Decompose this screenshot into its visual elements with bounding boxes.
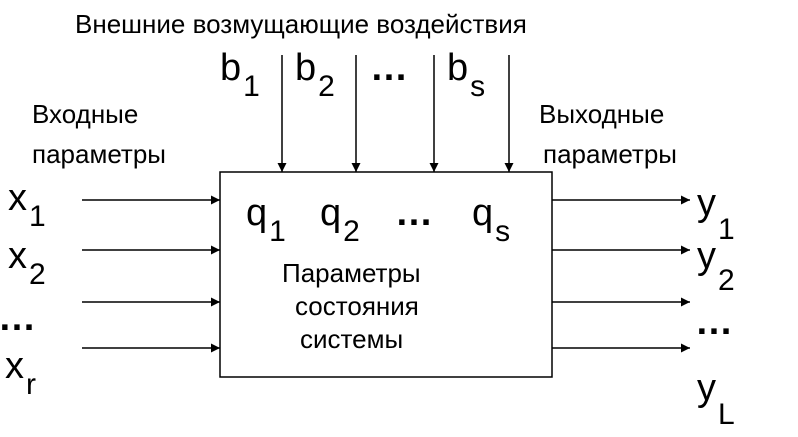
- input-label-line1: Входные: [32, 99, 138, 129]
- disturbance-b1: b1: [220, 47, 260, 103]
- state-qs: qs: [472, 192, 510, 248]
- box-label-line1: Параметры: [282, 258, 421, 288]
- input-x1: x1: [8, 177, 46, 233]
- box-label-line3: системы: [300, 324, 403, 354]
- header-title: Внешние возмущающие воздействия: [75, 9, 527, 39]
- disturbance-b2: b2: [295, 47, 335, 103]
- disturbance-bs: bs: [447, 47, 485, 103]
- input-xr: xr: [5, 345, 36, 401]
- output-label-line1: Выходные: [539, 99, 664, 129]
- input-dots: …: [0, 297, 36, 339]
- input-x2: x2: [8, 235, 46, 291]
- disturbance-dots: …: [370, 47, 408, 89]
- input-label-line2: параметры: [32, 139, 166, 169]
- output-y1: y1: [697, 182, 735, 246]
- state-q2: q2: [320, 192, 360, 248]
- output-yL: yL: [697, 367, 735, 431]
- state-q1: q1: [246, 192, 286, 248]
- output-label-line2: параметры: [543, 139, 677, 169]
- output-y2: y2: [697, 235, 735, 297]
- system-box: [219, 171, 553, 378]
- box-label-line2: состояния: [295, 291, 419, 321]
- output-dots: …: [695, 301, 733, 343]
- state-dots: …: [395, 192, 433, 234]
